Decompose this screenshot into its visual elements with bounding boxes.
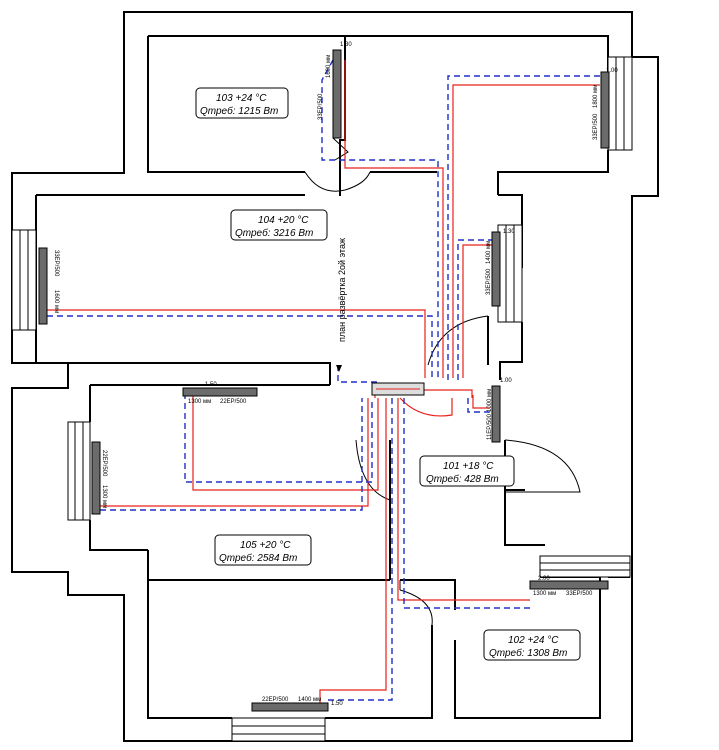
rad-102-len: 1300 мм (533, 591, 556, 597)
rad-105a-model: 22ЕР/500 (220, 399, 247, 405)
rad-101-model: 11ЕР/500 (487, 413, 493, 440)
rad-105b-model: 22ЕР/500 (101, 450, 107, 477)
radiator-102 (529, 580, 609, 590)
room-label-104: 104 +20 °C Qтреб: 3216 Вт (230, 209, 328, 241)
room-102-temp: 102 +24 °C (508, 635, 559, 646)
radiator-103-b (600, 71, 610, 149)
rad-105a-len: 1300 мм (188, 399, 211, 405)
return-pipes (47, 59, 605, 701)
room-101-temp: 101 +18 °C (443, 461, 494, 472)
radiator-104-b (491, 231, 501, 307)
rad-104a-model: 33ЕР/500 (53, 250, 59, 277)
radiator-105-a (182, 387, 258, 397)
rad-104b-model: 33ЕР/500 (486, 268, 492, 295)
rad-103b-val: 1.00 (606, 68, 618, 74)
room-label-105: 105 +20 °C Qтреб: 2584 Вт (214, 534, 312, 566)
rad-103b-model: 33ЕР/500 (593, 113, 599, 140)
room-105-temp: 105 +20 °C (240, 540, 291, 551)
room-label-103: 103 +24 °C Qтреб: 1215 Вт (195, 87, 289, 119)
stair-label: план развёртка 2ой этаж (337, 238, 347, 342)
rad-101-val: 1.00 (500, 378, 512, 384)
rad-103a-val: 1.30 (340, 42, 352, 48)
room-104-load: Qтреб: 3216 Вт (235, 227, 313, 239)
rad-104b-val: 1.30 (503, 229, 515, 235)
rad-105b-len: 1300 мм (101, 485, 107, 508)
room-102-load: Qтреб: 1308 Вт (489, 647, 567, 659)
room-label-102: 102 +24 °C Qтреб: 1308 Вт (483, 629, 581, 661)
rad-103b-len: 1800 мм (593, 85, 599, 108)
rad-103a-len: 1600 мм (326, 55, 332, 78)
rad-104b-len: 1400 мм (486, 241, 492, 264)
rad-105c-len: 1400 мм (298, 697, 321, 703)
rad-104a-len: 1600 мм (53, 290, 59, 313)
doors (304, 137, 581, 626)
rad-101-len: 1000 мм (487, 389, 493, 412)
rad-105a-val: 1.50 (205, 382, 217, 388)
radiator-104-a (38, 247, 48, 325)
radiator-103-a (332, 49, 342, 139)
room-104-temp: 104 +20 °C (258, 215, 309, 226)
rad-102-model: 33ЕР/500 (566, 591, 593, 597)
room-label-101: 101 +18 °C Qтреб: 428 Вт (419, 455, 515, 487)
radiators: 33ЕР/500 1600 мм 1.30 33ЕР/500 1800 мм 1… (38, 42, 618, 712)
rad-102-val: 2.00 (538, 576, 550, 582)
room-103-load: Qтреб: 1215 Вт (200, 105, 278, 117)
radiator-105-c (251, 702, 329, 712)
windows (11, 56, 633, 742)
supply-pipes (47, 60, 600, 705)
rad-105c-val: 1.50 (331, 701, 343, 707)
room-101-load: Qтреб: 428 Вт (426, 473, 499, 485)
rad-103a-model: 33ЕР/500 (318, 93, 324, 120)
radiator-101 (491, 385, 501, 443)
room-103-temp: 103 +24 °C (216, 93, 267, 104)
room-105-load: Qтреб: 2584 Вт (219, 552, 297, 564)
rad-105c-model: 22ЕР/500 (262, 697, 289, 703)
radiator-105-b (91, 441, 101, 515)
